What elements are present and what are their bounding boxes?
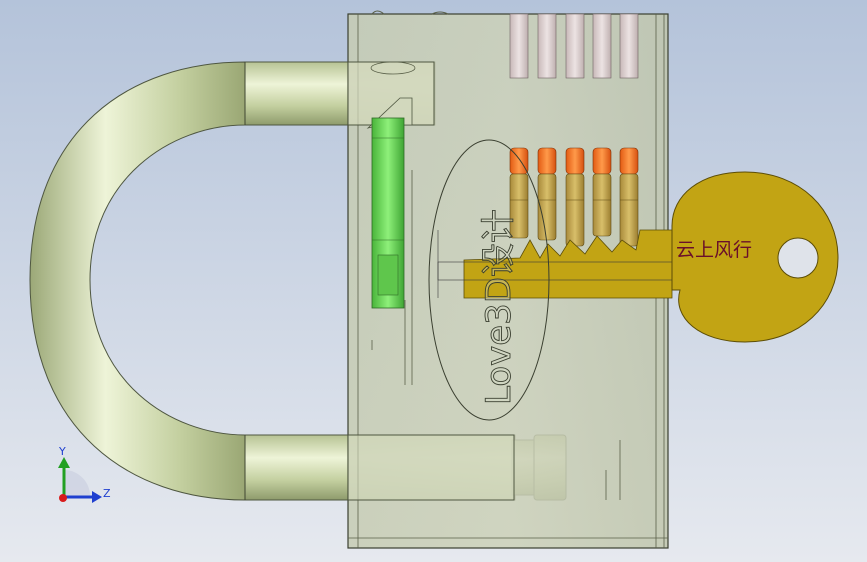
coordinate-triad: Y Z xyxy=(58,445,111,503)
pin-stack-4 xyxy=(592,147,612,237)
pin-stack-1 xyxy=(509,147,529,239)
key-ring-hole xyxy=(777,237,819,279)
z-axis-label: Z xyxy=(103,487,111,500)
engraving: Love3D设计 xyxy=(428,139,550,421)
y-axis-label: Y xyxy=(58,445,66,458)
key-label: 云上风行 xyxy=(676,239,752,261)
shackle-bend xyxy=(29,61,246,501)
latch-bar[interactable] xyxy=(371,117,405,309)
key-head xyxy=(671,171,839,343)
pin-stack-5 xyxy=(619,147,639,247)
pin-springs xyxy=(509,13,639,79)
x-axis-dot xyxy=(59,494,67,502)
pin-stack-2 xyxy=(537,147,557,241)
key[interactable]: 云上风行 xyxy=(437,171,839,343)
engraving-text: Love3D设计 xyxy=(479,209,519,405)
pin-tumblers[interactable] xyxy=(509,147,639,247)
pin-stack-3 xyxy=(565,147,585,247)
